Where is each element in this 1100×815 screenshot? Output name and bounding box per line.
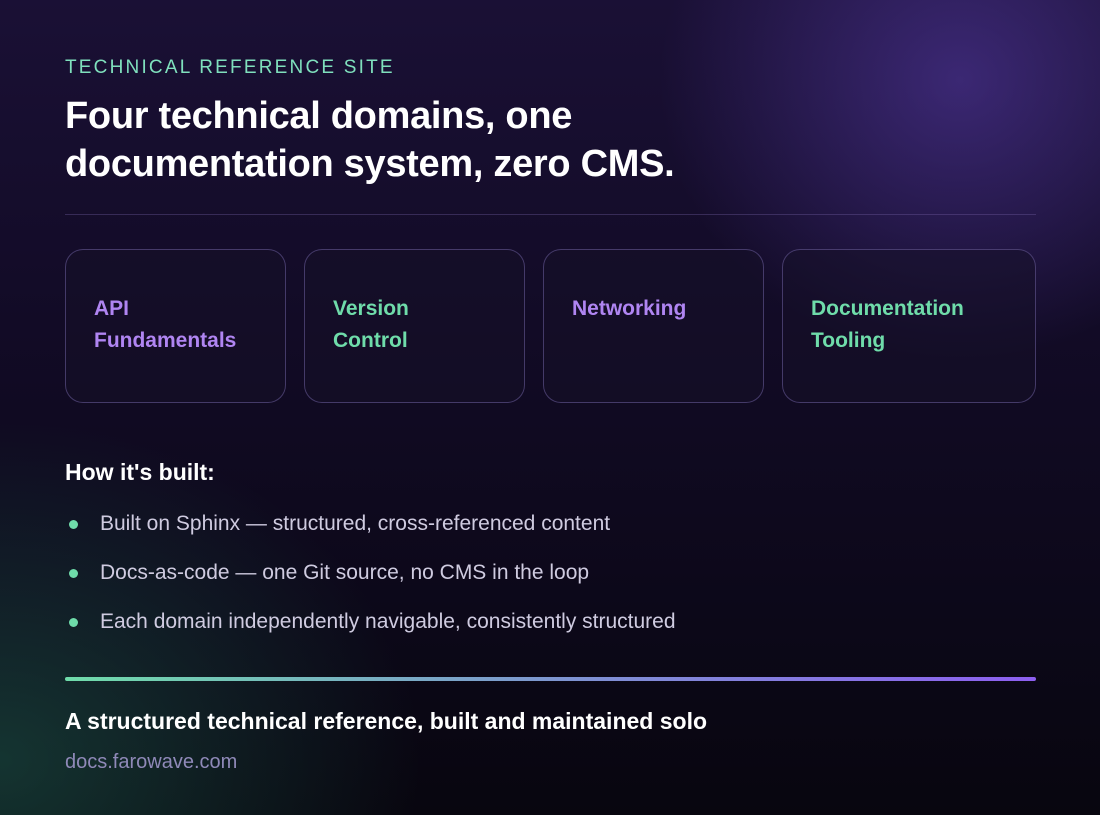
card-label-line-1: API: [94, 297, 130, 320]
gradient-divider: [65, 677, 1036, 681]
bullet-dot-icon: [69, 520, 78, 529]
list-item: Built on Sphinx — structured, cross-refe…: [65, 505, 676, 554]
card-label-line-1: Networking: [572, 297, 687, 320]
card-label-line-2: Tooling: [811, 329, 886, 352]
bullet-dot-icon: [69, 569, 78, 578]
headline-line-2: documentation system, zero CMS.: [65, 143, 675, 185]
bullet-text: Built on Sphinx — structured, cross-refe…: [100, 512, 611, 535]
bullet-text: Docs-as-code — one Git source, no CMS in…: [100, 561, 590, 584]
reference-site-slide: TECHNICAL REFERENCE SITE Four technical …: [65, 0, 1036, 815]
eyebrow-label: TECHNICAL REFERENCE SITE: [65, 57, 395, 78]
footer-tagline: A structured technical reference, built …: [65, 708, 708, 734]
site-url-link[interactable]: docs.farowave.com: [65, 751, 238, 773]
card-label-line-1: Documentation: [811, 297, 964, 320]
card-label-line-2: Control: [333, 329, 408, 352]
bullet-dot-icon: [69, 618, 78, 627]
bullet-text: Each domain independently navigable, con…: [100, 610, 676, 633]
domain-card-networking: Networking: [543, 249, 764, 403]
headline-line-1: Four technical domains, one: [65, 95, 573, 137]
card-label-line-1: Version: [333, 297, 409, 320]
list-item: Docs-as-code — one Git source, no CMS in…: [65, 554, 676, 603]
headline: Four technical domains, one documentatio…: [65, 92, 825, 188]
build-bullet-list: Built on Sphinx — structured, cross-refe…: [65, 505, 676, 652]
domain-cards: API Fundamentals Version Control Network…: [65, 249, 1036, 405]
domain-card-version-control: Version Control: [304, 249, 525, 403]
card-label-line-2: Fundamentals: [94, 329, 237, 352]
section-divider: [65, 214, 1036, 215]
domain-card-api-fundamentals: API Fundamentals: [65, 249, 286, 403]
list-item: Each domain independently navigable, con…: [65, 603, 676, 652]
how-it-is-built-heading: How it's built:: [65, 459, 215, 485]
domain-card-documentation-tooling: Documentation Tooling: [782, 249, 1036, 403]
